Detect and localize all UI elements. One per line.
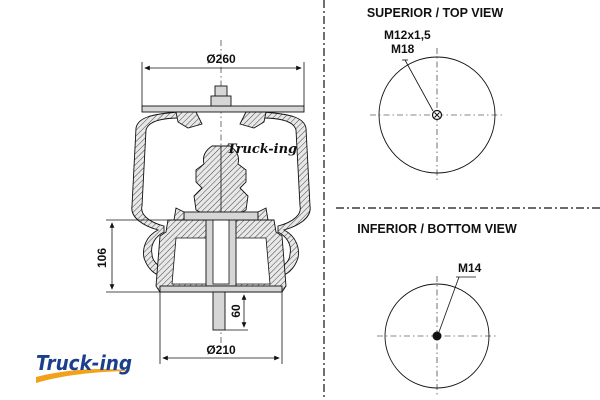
- bottom-view-stud: [432, 331, 442, 341]
- air-spring-section: Truck-ing: [131, 40, 311, 350]
- dimension-bottom-diameter: Ø210: [159, 292, 283, 364]
- top-stud-nut: [210, 95, 232, 107]
- dimension-height-label: 106: [95, 248, 109, 268]
- dimension-stud-length-label: 60: [229, 304, 243, 318]
- top-plate: [141, 105, 305, 113]
- brand-logo: Truck-ing: [36, 351, 132, 383]
- dimension-top-diameter: Ø260: [141, 52, 305, 106]
- bottom-stud: [212, 291, 226, 331]
- dimension-stud-length: 60: [225, 291, 248, 331]
- top-view-thread-label: M12x1,5: [384, 28, 431, 42]
- top-view-heading: SUPERIOR / TOP VIEW: [367, 6, 504, 20]
- bottom-plate: [159, 285, 283, 293]
- top-view-stud-label: M18: [391, 42, 415, 56]
- logo-text: Truck-ing: [36, 351, 132, 375]
- dimension-bottom-diameter-label: Ø210: [206, 343, 236, 357]
- bottom-view-heading: INFERIOR / BOTTOM VIEW: [357, 222, 517, 236]
- part-logo: Truck-ing: [227, 142, 297, 157]
- piston-core-bore: [212, 217, 230, 285]
- bottom-view: INFERIOR / BOTTOM VIEW M14: [357, 222, 517, 396]
- top-bead-right: [239, 111, 267, 129]
- top-bead: [175, 111, 203, 129]
- clamp-lip-right: [257, 207, 269, 221]
- top-view: SUPERIOR / TOP VIEW M12x1,5 M18: [367, 6, 504, 182]
- logo-swoosh: [36, 369, 132, 383]
- dimension-top-diameter-label: Ø260: [206, 52, 236, 66]
- bottom-view-thread-label: M14: [458, 261, 482, 275]
- top-clamp: [183, 211, 259, 221]
- dimension-height: 106: [95, 219, 168, 293]
- clamp-lip-left: [173, 207, 185, 221]
